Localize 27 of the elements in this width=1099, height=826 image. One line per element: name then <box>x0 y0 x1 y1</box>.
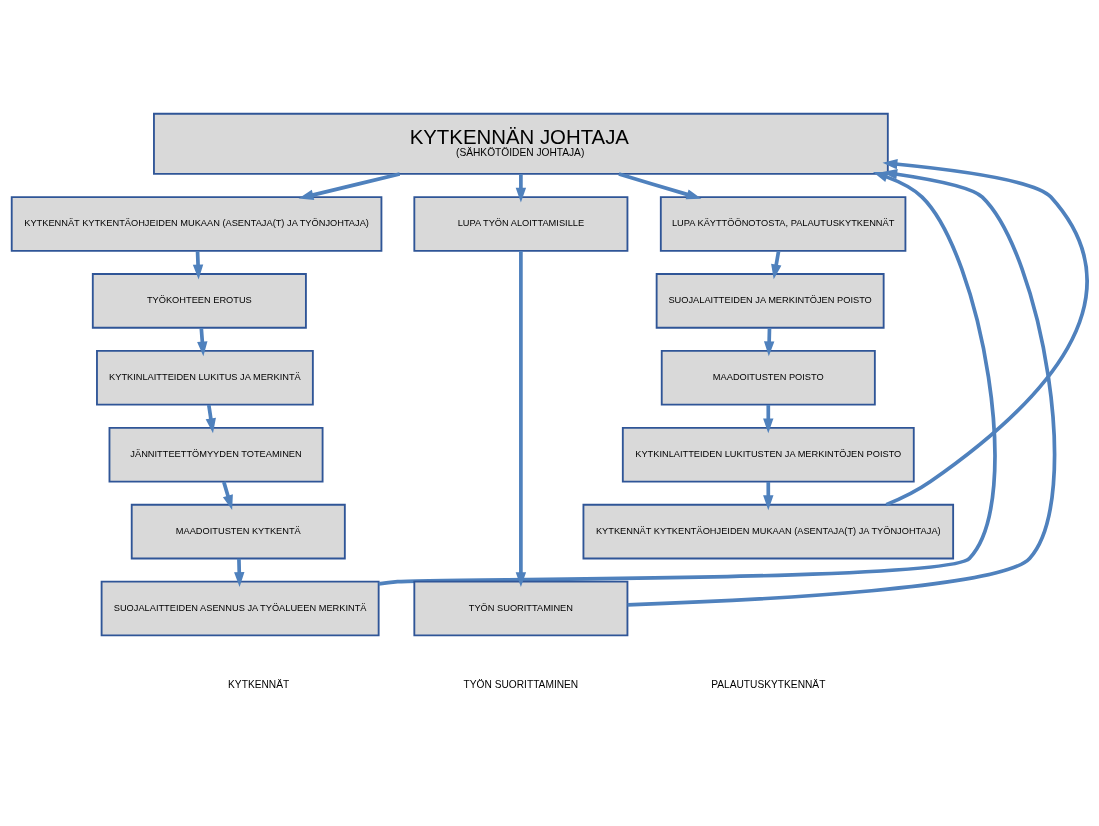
node-box: MAADOITUSTEN KYTKENTÄ <box>130 503 346 560</box>
arrow <box>515 174 527 203</box>
arrow <box>627 169 1057 607</box>
node-box: KYTKENNÄT KYTKENTÄOHJEIDEN MUKAAN (ASENTAJA(T) JA TYÖNJOHTAJA) <box>10 196 383 252</box>
node-box: SUOJALAITTEIDEN ASENNUS JA TYÖALUEEN MERKINTÄ <box>100 580 380 637</box>
node-box: TYÖKOHTEEN EROTUS <box>91 273 307 329</box>
label: TYÖN SUORITTAMINEN <box>463 679 579 691</box>
node-box: TYÖN SUORITTAMINEN <box>413 580 629 637</box>
label: KYTKENNÄT <box>228 679 290 691</box>
node-box: LUPA TYÖN ALOITTAMISILLE <box>413 196 629 252</box>
arrow <box>763 481 774 511</box>
arrow <box>882 159 1089 507</box>
node-box: KYTKINLAITTEIDEN LUKITUS JA MERKINTÄ <box>96 350 314 406</box>
node-box: LUPA KÄYTTÖÖNOTOSTA, PALAUTUSKYTKENNÄT <box>659 196 907 252</box>
arrow <box>192 251 204 280</box>
node-box: MAADOITUSTEN POISTO <box>660 350 876 406</box>
arrow <box>378 172 997 586</box>
node-box: KYTKENNÄT KYTKENTÄOHJEIDEN MUKAAN (ASENTAJA(T) JA TYÖNJOHTAJA) <box>582 503 955 560</box>
label: PALAUTUSKYTKENNÄT <box>711 679 826 691</box>
node-box: KYTKENNÄN JOHTAJA (SÄHKÖTÖIDEN JOHTAJA) <box>153 112 889 175</box>
node-box: JÄNNITTEETTÖMYYDEN TOTEAMINEN <box>108 426 324 483</box>
arrow <box>618 172 702 200</box>
node-box: SUOJALAITTEIDEN JA MERKINTÖJEN POISTO <box>655 273 885 329</box>
arrow <box>234 558 245 588</box>
node-box: KYTKINLAITTEIDEN LUKITUSTEN JA MERKINTÖJEN POISTO <box>621 426 915 483</box>
arrow <box>763 404 774 434</box>
arrow <box>515 251 527 588</box>
